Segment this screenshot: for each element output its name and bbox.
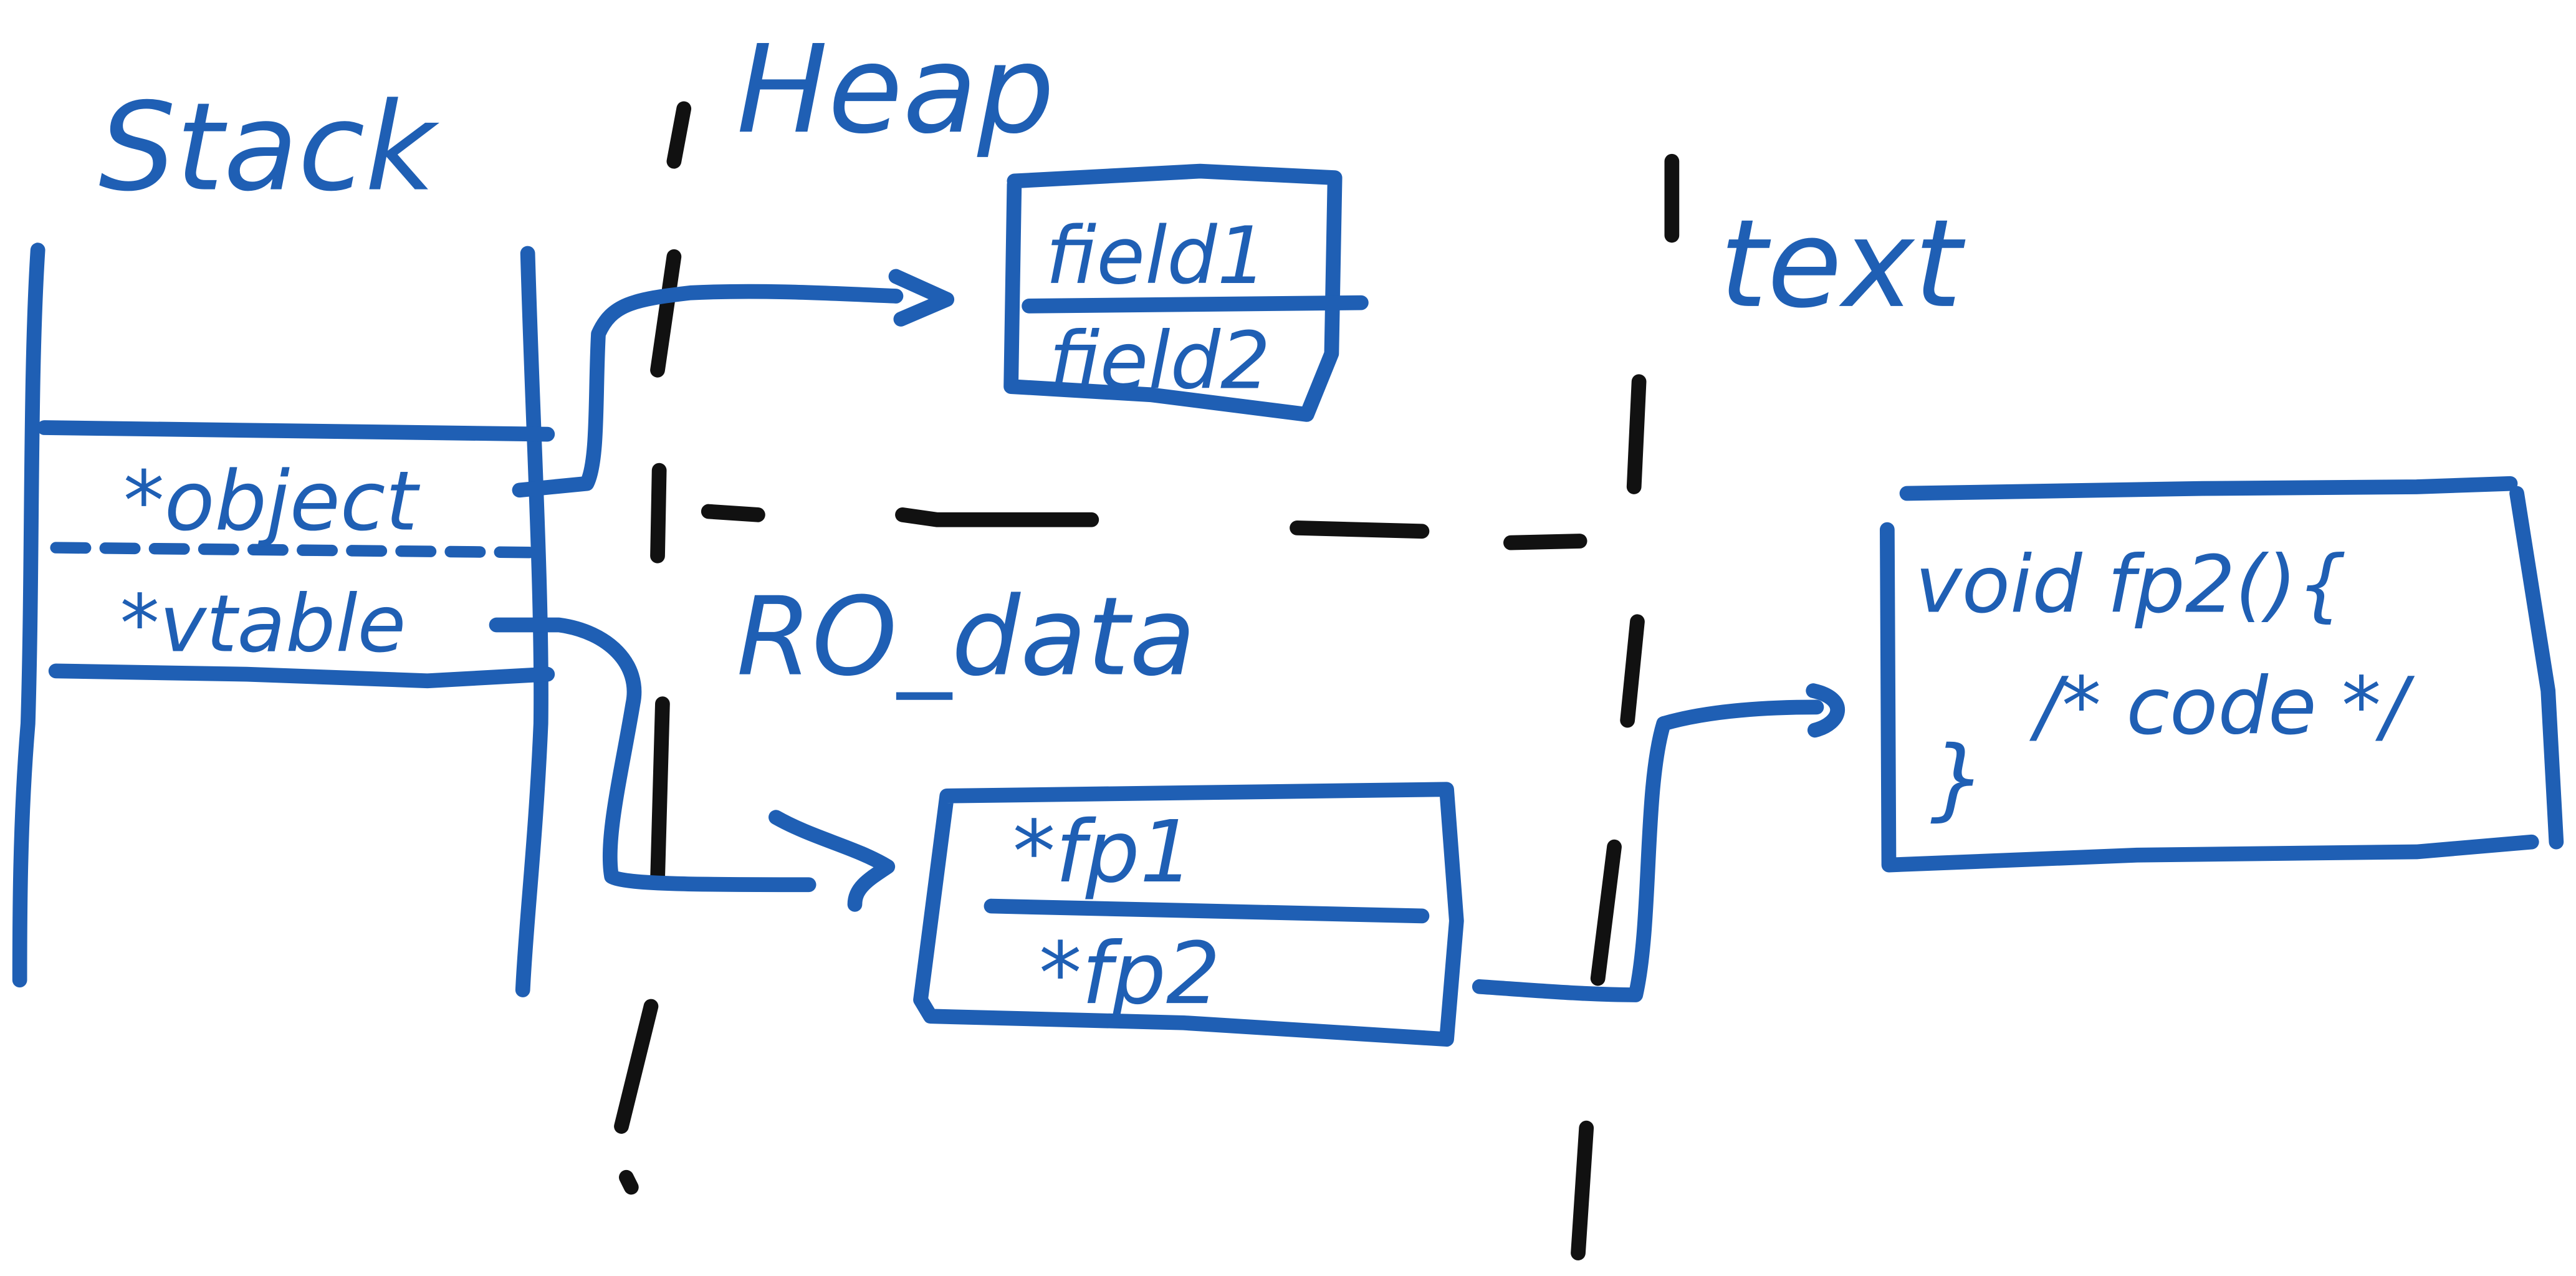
divider-left-segment <box>614 999 659 1134</box>
divider-left-segment <box>650 249 682 378</box>
divider-horizontal-segment <box>895 507 1099 527</box>
stack-frame-dashed-separator <box>50 542 548 559</box>
heap-box-divider <box>1022 295 1369 314</box>
stack-frame-top-line <box>37 420 555 442</box>
arrow-object-to-heap <box>512 284 904 498</box>
divider-right-segment <box>1620 614 1645 728</box>
heap-box-outline <box>1003 163 1343 422</box>
arrow-fp2-to-code <box>1472 699 1824 1002</box>
vtable-entry-2: *fp2 <box>1039 924 1220 1024</box>
divider-right-segment <box>1626 374 1647 494</box>
stack-right-wall <box>515 246 548 997</box>
code-box-outline <box>1880 486 2564 873</box>
divider-left-segment <box>619 1169 639 1195</box>
divider-horizontal-segment <box>1503 534 1587 550</box>
region-label-text: text <box>1720 194 1966 335</box>
vtable-box-divider <box>984 898 1430 924</box>
region-label-heap: Heap <box>737 19 1055 161</box>
region-dividers <box>614 101 1680 1260</box>
stack-column: *object *vtable <box>12 242 555 997</box>
divider-right-segment <box>1590 839 1622 986</box>
vtable-box-outline <box>913 782 1464 1047</box>
stack-left-wall <box>12 242 45 988</box>
divider-horizontal-segment <box>1290 520 1430 539</box>
code-box-top-line <box>1899 476 2518 501</box>
arrow-fp2-to-code-head <box>1806 683 1845 738</box>
heap-field-1: field1 <box>1045 209 1267 302</box>
divider-right-segment <box>1571 1120 1594 1260</box>
divider-horizontal-segment <box>701 504 765 522</box>
vtable-entry-1: *fp1 <box>1013 803 1194 902</box>
code-body: /* code */ <box>2029 660 2415 752</box>
divider-left-segment <box>666 101 692 169</box>
stack-slot-vtable: *vtable <box>120 578 406 670</box>
arrow-object-to-heap-head <box>888 269 955 327</box>
stack-slot-object: *object <box>123 454 421 550</box>
heap-field-2: field2 <box>1049 315 1271 407</box>
pointer-arrows <box>489 269 1845 1002</box>
region-label-ro-data: RO_data <box>737 574 1196 701</box>
divider-left-segment <box>650 463 667 564</box>
code-box: void fp2(){ /* code */ } <box>1880 476 2564 873</box>
arrow-vtable-to-ro-head <box>768 810 896 912</box>
vtable-box: *fp1 *fp2 <box>913 782 1464 1047</box>
region-label-stack: Stack <box>98 77 439 219</box>
arrow-vtable-to-ro <box>489 617 816 893</box>
divider-left-segment <box>650 696 670 888</box>
heap-object-box: field1 field2 <box>1003 163 1369 422</box>
stack-frame-bottom-line <box>48 663 555 689</box>
code-signature: void fp2(){ <box>1915 538 2347 630</box>
code-closing-brace: } <box>1930 727 1986 830</box>
